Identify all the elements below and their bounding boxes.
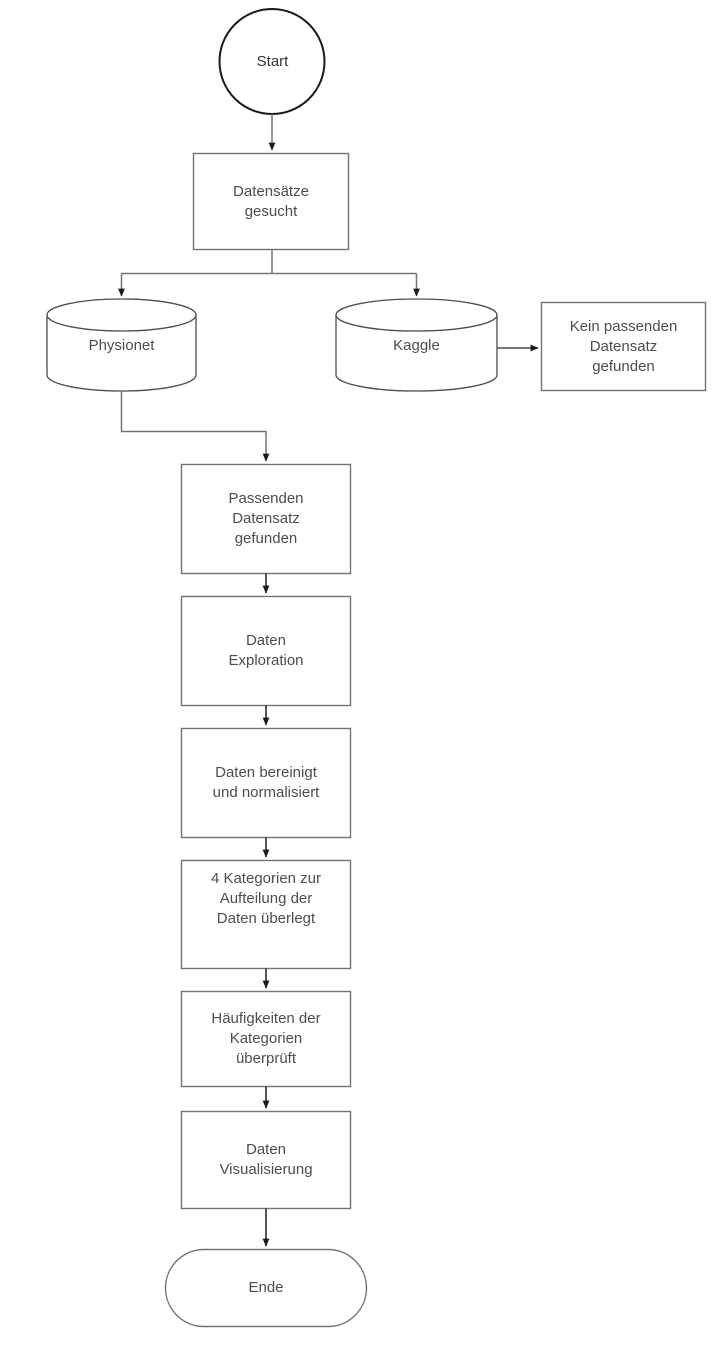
- node-search-shape[interactable]: [192, 152, 350, 251]
- node-cleaned-shape[interactable]: [180, 727, 352, 839]
- node-end-shape[interactable]: [164, 1248, 368, 1328]
- node-frequencies-shape[interactable]: [180, 990, 352, 1088]
- node-start-shape[interactable]: [218, 8, 326, 115]
- node-not-found-shape[interactable]: [540, 301, 707, 392]
- node-exploration-shape[interactable]: [180, 595, 352, 707]
- node-kaggle-shape[interactable]: [335, 298, 498, 392]
- node-categories-shape[interactable]: [180, 859, 352, 970]
- node-found-shape[interactable]: [180, 463, 352, 575]
- edge-physionet-to-found: [120, 391, 270, 462]
- node-visualization-shape[interactable]: [180, 1110, 352, 1210]
- node-physionet-shape[interactable]: [46, 298, 197, 392]
